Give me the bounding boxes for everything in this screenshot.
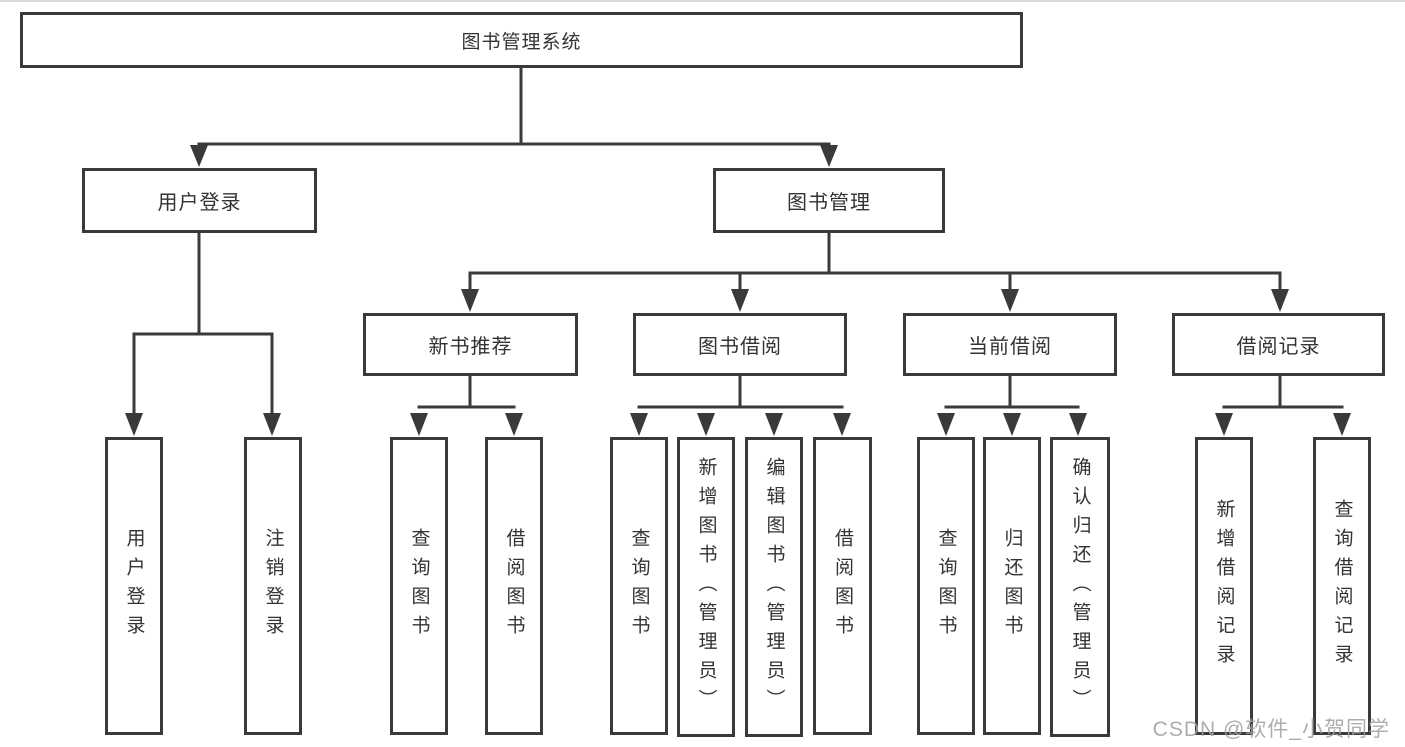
leaf-nb-query-books: 查询图书 <box>390 437 448 735</box>
leaf-logout-login: 注销登录 <box>244 437 302 735</box>
node-book-management: 图书管理 <box>713 168 945 233</box>
leaf-cb-query-books: 查询图书 <box>917 437 975 735</box>
leaf-cb-return-books: 归还图书 <box>983 437 1041 735</box>
leaf-br-query-borrow-record: 查询借阅记录 <box>1313 437 1371 735</box>
node-label: 查询图书 <box>628 528 650 644</box>
node-label: 查询图书 <box>408 528 430 644</box>
node-label: 归还图书 <box>1001 528 1023 644</box>
leaf-bb-add-books-admin: 新增图书（管理员） <box>677 437 735 737</box>
leaf-cb-confirm-return-admin: 确认归还（管理员） <box>1050 437 1110 737</box>
node-label: 借阅记录 <box>1236 336 1321 358</box>
node-user-login: 用户登录 <box>82 168 317 233</box>
node-label: 查询图书 <box>935 528 957 644</box>
node-label: 借阅图书 <box>503 528 525 644</box>
node-label: 借阅图书 <box>832 528 853 644</box>
leaf-bb-borrow-books: 借阅图书 <box>813 437 872 735</box>
node-label: 新书推荐 <box>428 336 513 358</box>
node-label: 新增借阅记录 <box>1213 499 1235 673</box>
top-edge-line <box>0 0 1405 2</box>
node-label: 确认归还（管理员） <box>1069 456 1091 718</box>
node-new-book-recommend: 新书推荐 <box>363 313 578 376</box>
node-current-borrow: 当前借阅 <box>903 313 1117 376</box>
node-borrow-records: 借阅记录 <box>1172 313 1385 376</box>
node-label: 编辑图书（管理员） <box>763 456 785 718</box>
node-label: 用户登录 <box>157 192 242 214</box>
node-label: 注销登录 <box>262 528 284 644</box>
node-root-library-system: 图书管理系统 <box>20 12 1023 68</box>
node-label: 当前借阅 <box>968 336 1052 358</box>
node-label: 图书管理系统 <box>461 31 582 53</box>
leaf-bb-edit-books-admin: 编辑图书（管理员） <box>745 437 803 737</box>
node-book-borrow: 图书借阅 <box>633 313 847 376</box>
node-label: 用户登录 <box>123 528 145 644</box>
node-label: 新增图书（管理员） <box>695 456 717 718</box>
node-label: 图书管理 <box>787 192 871 214</box>
node-label: 查询借阅记录 <box>1331 499 1353 673</box>
leaf-bb-query-books: 查询图书 <box>610 437 668 735</box>
node-label: 图书借阅 <box>698 336 782 358</box>
leaf-br-add-borrow-record: 新增借阅记录 <box>1195 437 1253 735</box>
csdn-watermark: CSDN @软件_小贺同学 <box>1152 718 1390 741</box>
leaf-nb-borrow-books: 借阅图书 <box>485 437 543 735</box>
leaf-user-login: 用户登录 <box>105 437 163 735</box>
